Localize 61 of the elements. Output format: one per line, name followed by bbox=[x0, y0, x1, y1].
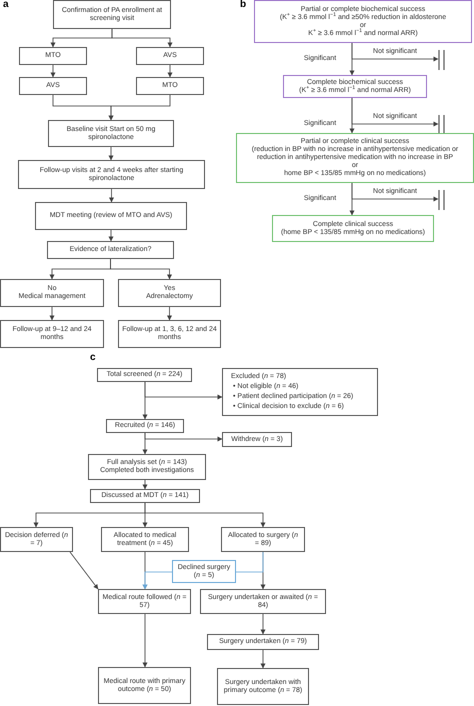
panel-label: b bbox=[240, 0, 246, 10]
process-box bbox=[236, 133, 474, 183]
process-box bbox=[283, 75, 427, 98]
panel-label: a bbox=[3, 0, 9, 10]
arrow bbox=[352, 42, 438, 62]
arrow bbox=[108, 230, 114, 242]
stop-bar bbox=[438, 190, 446, 210]
process-box bbox=[47, 241, 174, 259]
process-box bbox=[136, 47, 204, 65]
process-box bbox=[222, 432, 292, 447]
process-box bbox=[207, 634, 319, 650]
arrow bbox=[167, 306, 172, 320]
arrow bbox=[50, 306, 54, 320]
process-box bbox=[53, 0, 171, 29]
arrow bbox=[108, 94, 170, 120]
process-box bbox=[0, 279, 104, 307]
process-box bbox=[90, 489, 200, 503]
process-box bbox=[118, 320, 221, 348]
process-box bbox=[221, 527, 305, 552]
process-box bbox=[272, 215, 434, 242]
arrow bbox=[142, 432, 148, 454]
process-box bbox=[0, 320, 104, 348]
arrow bbox=[50, 64, 56, 78]
arrow bbox=[112, 28, 172, 48]
arrow bbox=[142, 480, 148, 490]
arrow bbox=[70, 552, 98, 590]
process-box bbox=[106, 419, 184, 433]
process-box bbox=[222, 368, 378, 416]
process-box bbox=[200, 589, 326, 614]
process-box bbox=[98, 667, 191, 704]
process-box bbox=[97, 368, 192, 382]
arrow bbox=[142, 382, 148, 420]
arrow bbox=[109, 188, 114, 202]
arrow bbox=[352, 182, 438, 202]
process-box bbox=[217, 668, 309, 705]
panel-label: c bbox=[90, 353, 96, 363]
process-box bbox=[118, 279, 221, 307]
stop-bar bbox=[438, 115, 446, 135]
process-box bbox=[172, 560, 236, 583]
arrow bbox=[144, 502, 266, 528]
arrow bbox=[260, 650, 266, 668]
process-box bbox=[18, 160, 205, 189]
process-box bbox=[0, 527, 73, 552]
process-box bbox=[35, 202, 187, 230]
process-box bbox=[98, 589, 191, 614]
process-box bbox=[48, 120, 174, 147]
process-box bbox=[19, 77, 87, 95]
process-box bbox=[136, 77, 204, 95]
process-box bbox=[19, 47, 87, 65]
arrow bbox=[142, 572, 172, 590]
process-box bbox=[88, 454, 206, 480]
process-box bbox=[254, 0, 472, 43]
arrow bbox=[260, 614, 266, 634]
process-box bbox=[101, 527, 189, 552]
arrow bbox=[110, 258, 172, 280]
stop-bar bbox=[438, 50, 446, 70]
arrow bbox=[168, 64, 172, 78]
arrow bbox=[352, 98, 438, 126]
arrow bbox=[142, 614, 148, 668]
arrow bbox=[108, 146, 114, 160]
arrow bbox=[236, 552, 264, 572]
